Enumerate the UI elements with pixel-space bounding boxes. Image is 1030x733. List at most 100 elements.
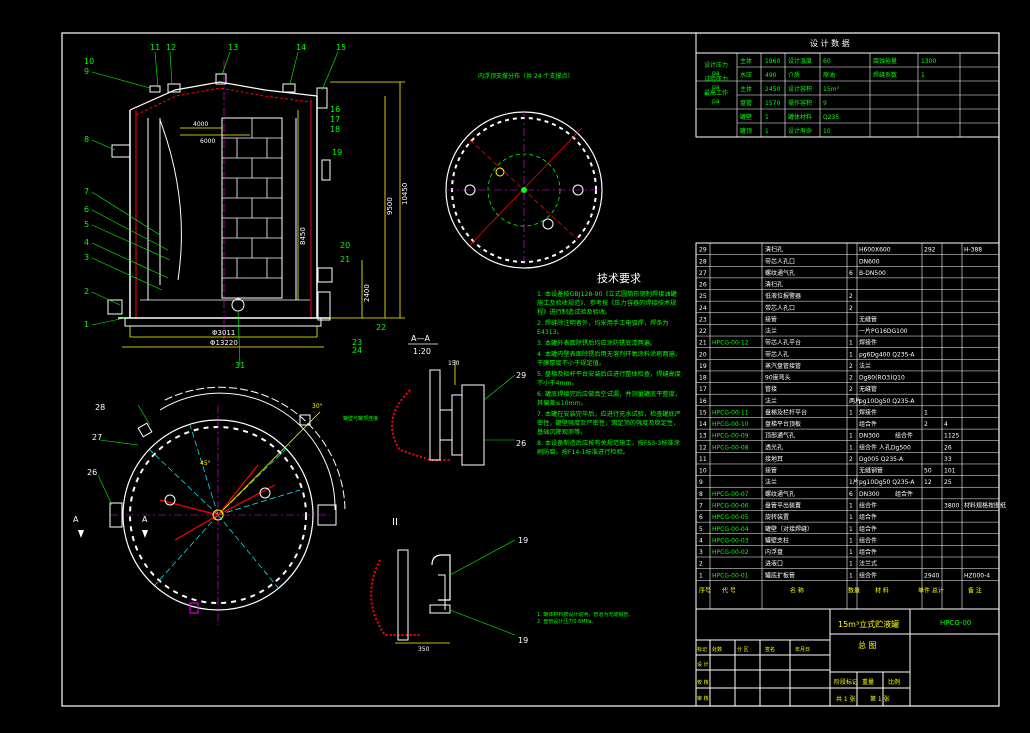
parts-cell-no: 12 — [699, 444, 707, 451]
parts-cell-name: 法兰 — [765, 478, 777, 486]
parts-cell-qty: 1 — [849, 526, 853, 533]
tech-req-item: 7. 本罐在安装完毕后，应进行充水试验，检查罐底严密性，罐壁强度及严密性，固定顶… — [537, 411, 681, 436]
parts-cell-spec: pg10Dg50 Q235-A — [859, 398, 915, 405]
design-data-label: 试验压力 — [704, 75, 728, 83]
front-section-view: Φ3011 Φ13220 9500 10450 8450 2400 4000 6… — [84, 43, 409, 370]
parts-cell-w2: 26 — [944, 444, 952, 451]
parts-cell-qty: 6 — [849, 270, 853, 277]
design-data-cell: 介质 — [788, 71, 800, 79]
dim-w-top: 4000 — [193, 121, 208, 128]
title-name-1: 15m³立式贮液罐 — [838, 619, 899, 629]
front-label-9: 9 — [84, 67, 89, 76]
parts-cell-qty: 1 — [849, 502, 853, 509]
title-weight: 重量 — [862, 678, 874, 686]
tech-req-item: 1. 本设备按GBJ128-90《立式圆筒形钢制焊接油罐施工及验收规范》、参考按… — [537, 291, 677, 316]
parts-cell-no: 14 — [699, 421, 707, 428]
front-label-10: 10 — [84, 57, 94, 66]
parts-cell-name: 带芯人孔口 — [765, 304, 795, 312]
front-label-6: 6 — [84, 205, 89, 214]
parts-cell-spec: pg10Dg50 Q235-A — [859, 479, 915, 486]
parts-cell-spec: Dg80(RO3)Q10 — [859, 375, 905, 382]
parts-cell-mat: 组合件 — [859, 501, 877, 509]
parts-cell-mat: 组合件 — [859, 571, 877, 579]
parts-cell-no: 27 — [699, 270, 707, 277]
title-block: 15m³立式贮液罐 总 图 HPCG-00 标记 处数 分 区 签名 年月日 设… — [695, 608, 1000, 707]
parts-cell-spec: 一片PG16DG100 — [859, 327, 908, 335]
parts-cell-spec: B-DN500 — [859, 270, 886, 277]
title-sheet-no: 第 1 张 — [870, 695, 890, 703]
dim-w-top2: 6000 — [200, 138, 215, 145]
parts-cell-no: 16 — [699, 398, 707, 405]
section-aa-label: A—A — [411, 334, 430, 343]
parts-header-code: 代 号 — [722, 586, 736, 594]
parts-cell-qty: 2 — [849, 456, 853, 463]
parts-header-w_title: 单件 总计 — [918, 586, 944, 594]
parts-cell-w1: 1 — [924, 409, 928, 416]
parts-cell-w2: 101 — [944, 468, 956, 475]
parts-cell-mat: 组合件 — [895, 490, 913, 498]
parts-cell-mat: 组合件 — [859, 513, 877, 521]
parts-cell-name: 内浮盘 — [765, 548, 783, 556]
parts-cell-name: 盘梯平台顶板 — [765, 420, 801, 428]
parts-cell-name: 接管 — [765, 467, 777, 475]
design-data-cell: 水压 — [740, 71, 752, 79]
front-label-19: 19 — [332, 148, 342, 157]
parts-cell-no: 23 — [699, 316, 707, 323]
parts-cell-mat: 焊接件 — [859, 408, 877, 416]
parts-cell-qty: 1 — [849, 549, 853, 556]
design-data-cell: 罐体材料 — [788, 113, 812, 121]
design-data-cell: 主体 — [740, 85, 752, 93]
parts-cell-w2: 33 — [944, 456, 952, 463]
front-label-11: 11 — [150, 43, 160, 52]
design-data-cell: 1 — [921, 72, 925, 79]
parts-cell-name: 带芯人孔口 — [765, 257, 795, 265]
parts-cell-code: HPCG-00-10 — [712, 421, 749, 428]
parts-cell-note: 材料规格按图纸 — [964, 501, 1006, 509]
parts-cell-no: 21 — [699, 340, 707, 347]
parts-cell-no: 10 — [699, 468, 707, 475]
technical-requirements: 技术要求 1. 本设备按GBJ128-90《立式圆筒形钢制焊接油罐施工及验收规范… — [537, 272, 681, 625]
parts-cell-note: H-388 — [964, 247, 982, 254]
design-data-cell: 2450 — [765, 86, 780, 93]
parts-cell-name: 接地耳 — [765, 455, 783, 463]
parts-cell-code: HPCG-00-07 — [712, 491, 749, 498]
parts-cell-spec: Dg005 Q235-A — [859, 456, 904, 463]
front-label-31: 31 — [235, 361, 245, 370]
front-label-1: 1 — [84, 320, 89, 329]
design-data-unit: pa — [712, 70, 720, 77]
parts-cell-name: 接管 — [765, 315, 777, 323]
parts-cell-spec: pg6Dg400 Q235-A — [859, 351, 915, 358]
parts-cell-no: 3 — [699, 549, 703, 556]
parts-cell-name: 盘梯及栏杆平台 — [765, 408, 807, 416]
detail-dim-350: 350 — [418, 646, 430, 653]
parts-cell-mat: 组合件 — [859, 548, 877, 556]
tech-req-item: 2. 焊缝除注明者外，均采用手工电弧焊，焊条为E4313。 — [537, 320, 669, 336]
parts-cell-qty: 2 — [849, 305, 853, 312]
parts-cell-w1: 292 — [924, 247, 936, 254]
title-scale: 比例 — [888, 678, 900, 686]
parts-cell-name: 盘管平出装置 — [765, 501, 801, 509]
parts-cell-no: 28 — [699, 258, 707, 265]
title-sheet-total: 共 1 张 — [836, 695, 856, 703]
parts-header-mat: 材 料 — [875, 586, 889, 594]
parts-cell-qty: 1 — [849, 572, 853, 579]
tech-req-title: 技术要求 — [597, 272, 641, 285]
tech-req-item: 3. 本罐外表面除锈后均应涂防锈底漆两遍。 — [537, 340, 657, 347]
front-label-15: 15 — [336, 43, 346, 52]
design-data-cell: 1 — [765, 114, 769, 121]
parts-cell-name: 螺纹通气孔 — [765, 269, 795, 277]
tech-req-item: 4. 本罐内壁表面除锈后用无溶剂环氧涂料涂刷两遍，干膜厚度不小于规定值。 — [537, 351, 681, 367]
parts-cell-w1: 2940 — [924, 572, 939, 579]
plan-label-a-inner: A — [142, 515, 148, 524]
parts-cell-code: HPCG-00-05 — [712, 514, 749, 521]
title-stage: 阶段标记 — [834, 678, 858, 686]
roof-plan-title: 内浮顶支撑分布（共 24 个支撑点） — [478, 72, 573, 80]
parts-cell-qty: 2 — [849, 375, 853, 382]
parts-cell-w2: 4 — [944, 421, 948, 428]
parts-cell-code: HPCG-00-12 — [712, 340, 749, 347]
parts-cell-w2: 3800 — [944, 502, 959, 509]
parts-header-note: 备 注 — [968, 586, 982, 594]
design-data-cell: Q235 — [823, 114, 839, 121]
